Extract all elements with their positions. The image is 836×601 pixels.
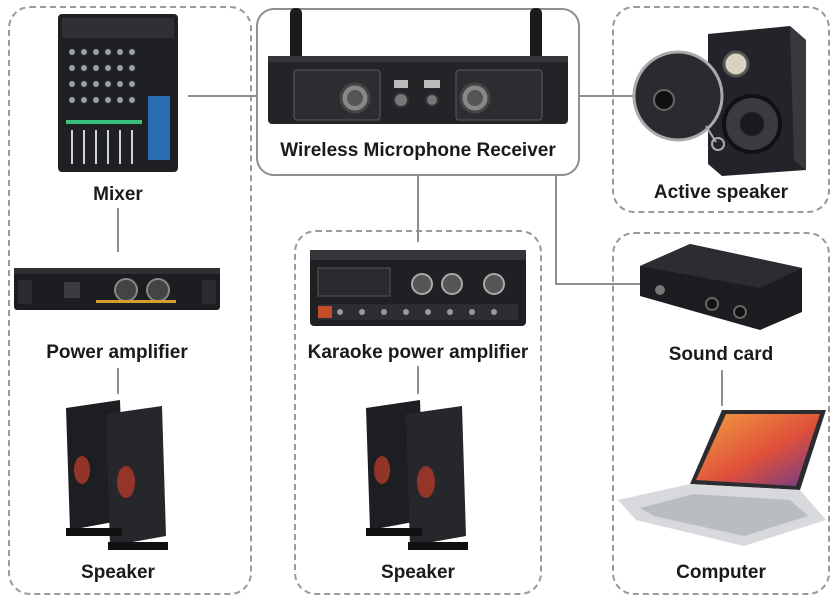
power-amplifier-label: Power amplifier [46,342,188,363]
sound-card-label: Sound card [668,344,774,365]
left-group-box [8,6,252,595]
right-bottom-group-box [612,232,830,595]
center-speaker-label: Speaker [381,562,455,583]
mixer-screen [148,96,170,160]
laptop-screen [696,414,820,486]
active-speaker-label: Active speaker [653,182,789,203]
antenna-right [530,8,542,68]
receiver-label: Wireless Microphone Receiver [280,140,556,161]
karaoke-amp-label: Karaoke power amplifier [307,342,529,363]
active-speaker-zoom [632,50,724,142]
antenna-left [290,8,302,68]
left-speaker-label: Speaker [81,562,155,583]
right-top-group-box [612,6,830,213]
mixer-label: Mixer [93,184,143,205]
computer-label: Computer [676,562,766,583]
line-receiver-soundcard [555,176,640,285]
